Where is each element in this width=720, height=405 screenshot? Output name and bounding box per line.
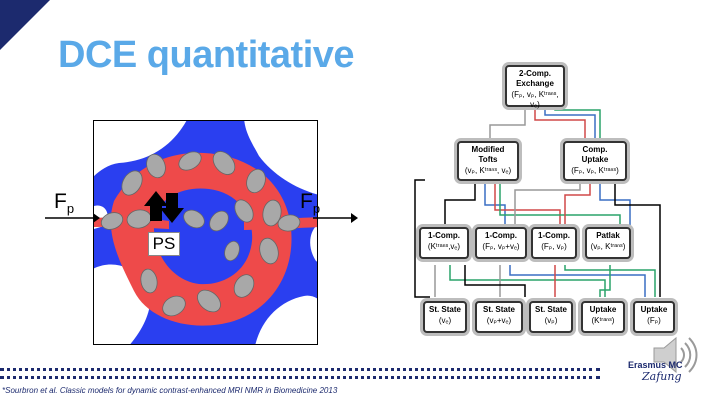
- node-params: (Fₚ, vₚ, Kᵗʳᵃⁿˢ): [571, 166, 619, 175]
- connection-line: [614, 180, 661, 297]
- node-steady-state-1: St. State (vₑ): [423, 301, 467, 333]
- node-params: (Kᵗʳᵃⁿˢ): [591, 316, 615, 325]
- node-params: (Fₚ): [647, 316, 661, 325]
- node-title: Comp.: [582, 145, 608, 154]
- flow-out-symbol: F: [300, 190, 313, 213]
- footer-divider: [0, 368, 600, 371]
- connection-line: [489, 105, 526, 140]
- node-steady-state-2: St. State (vₚ+vₑ): [475, 301, 523, 333]
- node-1comp-b: 1-Comp. (Fₚ, vₚ+vₑ): [475, 227, 527, 259]
- node-title: Uptake: [589, 305, 617, 314]
- logo-text: Erasmus MC: [628, 360, 683, 370]
- logo-script: Zafung: [642, 370, 682, 383]
- connection-line: [444, 180, 476, 225]
- ps-label: PS: [148, 232, 180, 256]
- compartment-illustration: [94, 121, 317, 344]
- flow-out-subscript: p: [312, 201, 321, 217]
- node-title: St. State: [428, 305, 461, 314]
- flow-in-symbol: F: [54, 190, 67, 213]
- connection-line: [414, 179, 430, 298]
- node-2comp-exchange: 2-Comp. Exchange (Fₚ, vₚ, Kᵗʳᵃⁿˢ, vₑ): [505, 65, 565, 109]
- node-comp-uptake: Comp. Uptake (Fₚ, vₚ, Kᵗʳᵃⁿˢ): [563, 141, 627, 181]
- node-title: Tofts: [478, 155, 498, 164]
- node-title: 2-Comp.: [519, 69, 551, 78]
- flow-in-subscript: p: [66, 201, 75, 217]
- connection-line: [509, 265, 646, 297]
- model-connections: [414, 105, 661, 298]
- erasmus-logo: Erasmus MC Zafung: [628, 360, 683, 383]
- connection-line: [554, 105, 601, 140]
- node-title: Uptake: [640, 305, 668, 314]
- footer-divider: [0, 376, 600, 379]
- node-title: 1-Comp.: [428, 231, 460, 240]
- connection-line: [599, 265, 611, 297]
- node-1comp-a: 1-Comp. (Kᵗʳᵃⁿˢ,vₑ): [419, 227, 469, 259]
- compartment-diagram: [93, 120, 318, 345]
- model-hierarchy: 2-Comp. Exchange (Fₚ, vₚ, Kᵗʳᵃⁿˢ, vₑ) Mo…: [405, 65, 705, 355]
- corner-decoration: [0, 0, 50, 50]
- node-params: (vₑ): [438, 316, 452, 325]
- node-params: (Kᵗʳᵃⁿˢ,vₑ): [427, 242, 461, 251]
- cell-shape: [94, 121, 187, 177]
- connection-line: [514, 180, 581, 225]
- flow-in-arrow-icon: [45, 213, 100, 223]
- node-params: (Fₚ, vₚ+vₑ): [482, 242, 520, 251]
- cell-shape: [310, 225, 317, 262]
- connection-line: [464, 265, 526, 297]
- flow-out-arrow-icon: [313, 213, 358, 223]
- connection-line: [449, 265, 606, 297]
- node-params: (vₚ, Kᵗʳᵃⁿˢ): [590, 242, 626, 251]
- flow-in-label: Fp: [54, 190, 74, 216]
- connection-line: [499, 180, 621, 225]
- node-modified-tofts: Modified Tofts (vₚ, Kᵗʳᵃⁿˢ, vₑ): [457, 141, 519, 181]
- node-params: (Fₚ, vₚ): [541, 242, 567, 251]
- flow-out-label: Fp: [300, 190, 320, 216]
- node-params: (Fₚ, vₚ, Kᵗʳᵃⁿˢ, vₑ): [511, 90, 559, 109]
- exchange-arrows-icon: [144, 191, 184, 223]
- node-params: (vₚ, Kᵗʳᵃⁿˢ, vₑ): [464, 166, 512, 175]
- cell-shape: [244, 121, 317, 195]
- connection-line: [534, 105, 586, 140]
- node-patlak: Patlak (vₚ, Kᵗʳᵃⁿˢ): [585, 227, 631, 259]
- node-title: 1-Comp.: [485, 231, 517, 240]
- node-title: Uptake: [581, 155, 609, 164]
- node-params: (vₚ+vₑ): [486, 316, 512, 325]
- node-uptake-1: Uptake (Kᵗʳᵃⁿˢ): [581, 301, 625, 333]
- connection-line: [494, 180, 561, 225]
- node-title: Modified: [471, 145, 505, 154]
- node-title: 1-Comp.: [538, 231, 570, 240]
- node-title: St. State: [534, 305, 567, 314]
- slide-title: DCE quantitative: [58, 34, 355, 76]
- node-title: Exchange: [516, 79, 554, 88]
- cell-shape: [255, 295, 317, 344]
- citation-footnote: *Sourbron et al. Classic models for dyna…: [2, 386, 338, 395]
- node-title: St. State: [482, 305, 515, 314]
- connection-line: [544, 105, 596, 140]
- node-params: (vₚ): [544, 316, 558, 325]
- node-1comp-c: 1-Comp. (Fₚ, vₚ): [531, 227, 577, 259]
- node-title: Patlak: [596, 231, 620, 240]
- connection-line: [564, 180, 591, 225]
- speaker-icon[interactable]: [650, 332, 700, 378]
- node-uptake-2: Uptake (Fₚ): [633, 301, 675, 333]
- blood-cells: [100, 151, 301, 317]
- node-steady-state-3: St. State (vₚ): [529, 301, 573, 333]
